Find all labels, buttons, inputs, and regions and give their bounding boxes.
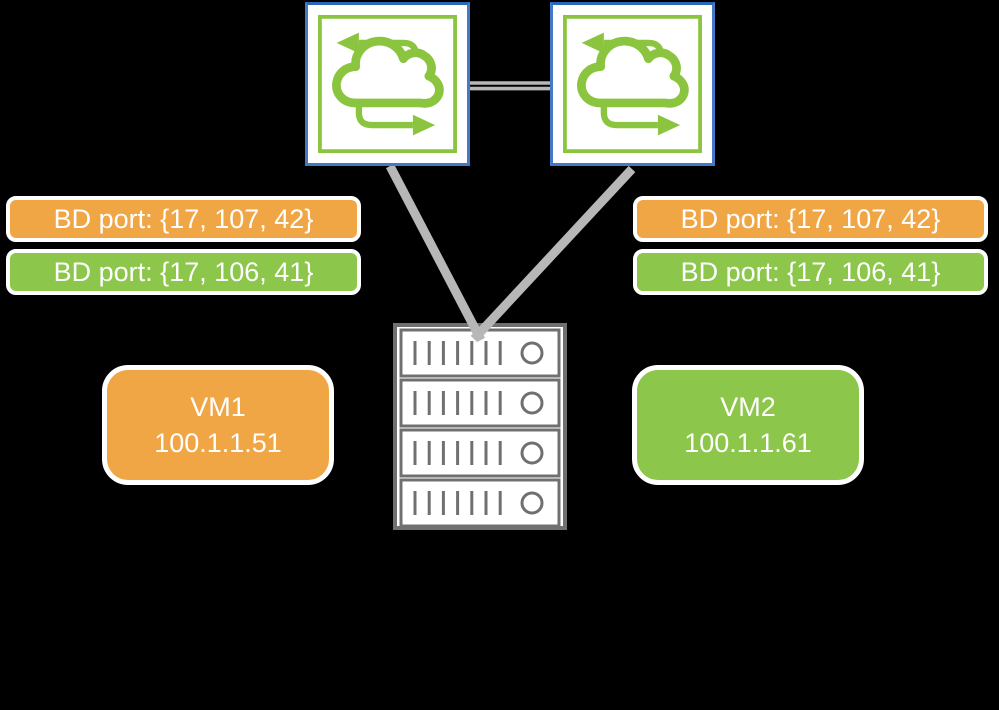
arrow-bottom-line <box>600 90 658 129</box>
bd-port-label-right-orange: BD port: {17, 107, 42} <box>633 196 988 242</box>
server-unit <box>399 328 561 378</box>
vm1-box: VM1 100.1.1.51 <box>102 365 334 485</box>
uplink-line-left <box>386 163 485 343</box>
server-unit <box>399 428 561 478</box>
cloud-shape <box>332 36 444 108</box>
bd-port-label-left-green: BD port: {17, 106, 41} <box>6 249 361 295</box>
vm2-ip: 100.1.1.61 <box>684 428 812 458</box>
vm2-name: VM2 <box>720 392 776 422</box>
icon-frame <box>563 14 702 154</box>
cloud-shape <box>577 36 689 108</box>
switch-right <box>550 2 715 166</box>
vm1-name: VM1 <box>190 392 246 422</box>
vm1-ip: 100.1.1.51 <box>154 428 282 458</box>
cloud-sync-icon <box>563 14 702 154</box>
vm2-box: VM2 100.1.1.61 <box>632 365 864 485</box>
cloud-sync-icon <box>318 14 457 154</box>
arrow-left-head <box>336 32 359 54</box>
server-unit <box>399 478 561 528</box>
arrow-right-head <box>412 114 436 136</box>
server-rack-icon <box>393 323 567 530</box>
server-unit <box>399 378 561 428</box>
bd-port-label-left-orange: BD port: {17, 107, 42} <box>6 196 361 242</box>
switch-left <box>305 2 470 166</box>
arrow-left-head <box>581 32 604 54</box>
arrow-bottom-line <box>355 90 413 129</box>
uplink-line-right <box>470 165 636 343</box>
icon-frame <box>318 14 457 154</box>
arrow-right-head <box>657 114 681 136</box>
bd-port-label-right-green: BD port: {17, 106, 41} <box>633 249 988 295</box>
